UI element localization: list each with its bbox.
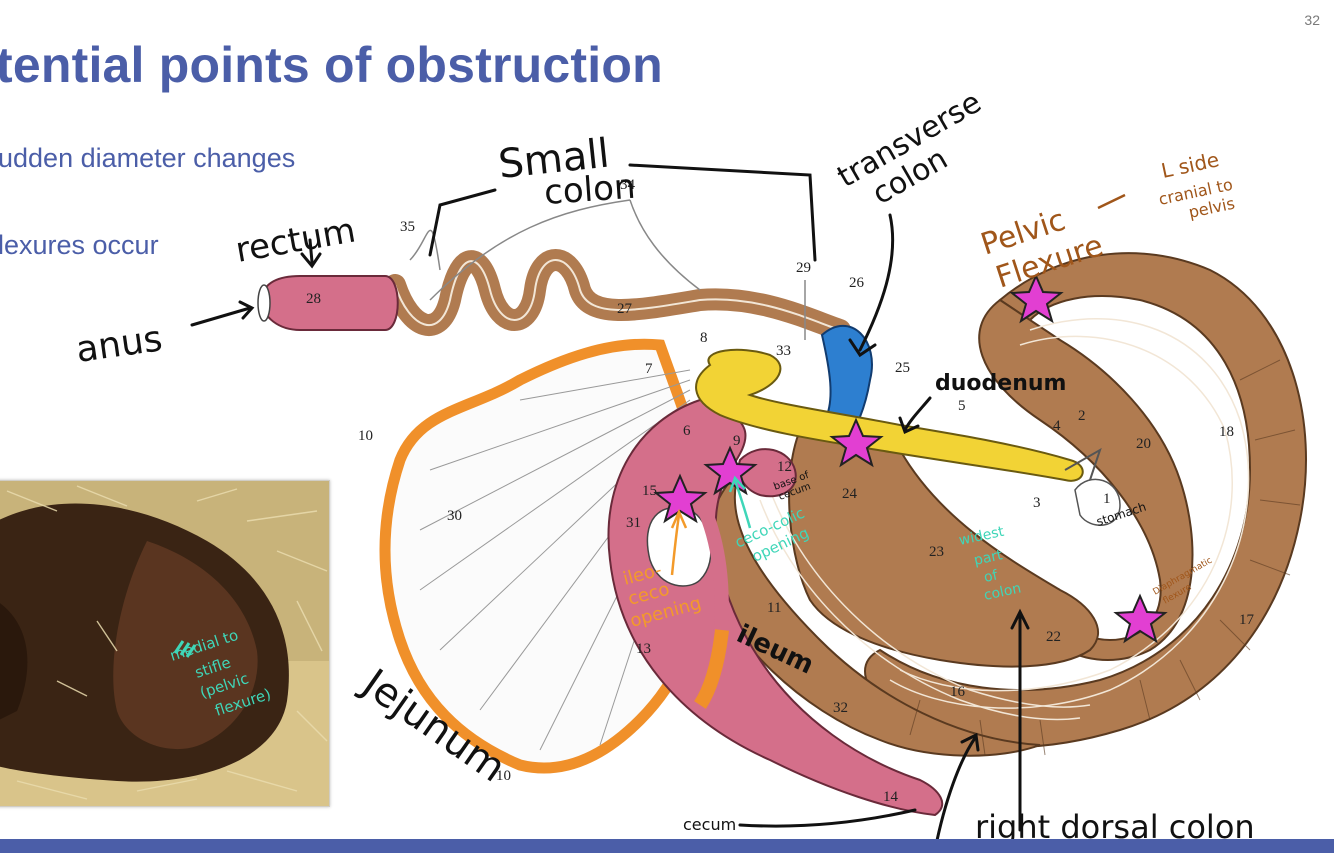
obstruction-star-icon bbox=[703, 445, 758, 496]
svg-text:17: 17 bbox=[1239, 612, 1255, 628]
l-side-dash bbox=[1097, 193, 1126, 210]
slide-number: 32 bbox=[1304, 12, 1320, 28]
svg-text:25: 25 bbox=[895, 360, 910, 376]
label-l-side: L side bbox=[1159, 147, 1221, 183]
obstruction-star-icon bbox=[653, 473, 708, 524]
horse-photo: medial to stifle (pelvic flexure) bbox=[0, 480, 330, 807]
rectum bbox=[260, 275, 399, 331]
svg-text:5: 5 bbox=[958, 398, 966, 414]
svg-text:16: 16 bbox=[950, 684, 966, 700]
svg-text:24: 24 bbox=[842, 486, 858, 502]
svg-text:35: 35 bbox=[400, 219, 415, 235]
label-of: of bbox=[983, 567, 1001, 586]
annotation-arrows bbox=[190, 163, 1030, 852]
label-rectum: rectum bbox=[233, 210, 359, 270]
label-colon: colon bbox=[543, 167, 637, 213]
svg-text:30: 30 bbox=[447, 508, 462, 524]
small-colon-mesentery bbox=[409, 199, 806, 340]
obstruction-star-icon bbox=[1009, 273, 1064, 324]
duodenum bbox=[695, 348, 1084, 482]
svg-text:2: 2 bbox=[1078, 408, 1086, 424]
label-part: part bbox=[973, 547, 1005, 569]
svg-text:34: 34 bbox=[620, 177, 636, 193]
svg-text:22: 22 bbox=[1046, 629, 1061, 645]
svg-text:9: 9 bbox=[733, 433, 741, 449]
svg-text:14: 14 bbox=[883, 789, 899, 805]
slide-title: tential points of obstruction bbox=[0, 37, 663, 93]
label-anus: anus bbox=[74, 318, 165, 371]
svg-text:12: 12 bbox=[777, 459, 792, 475]
svg-text:27: 27 bbox=[617, 301, 633, 317]
svg-text:3: 3 bbox=[1033, 495, 1041, 511]
svg-text:29: 29 bbox=[796, 260, 811, 276]
stomach bbox=[1074, 478, 1121, 526]
svg-text:18: 18 bbox=[1219, 424, 1234, 440]
ceco-colic-arrow bbox=[728, 475, 752, 529]
svg-text:33: 33 bbox=[776, 343, 791, 359]
bullet-diameter-changes: udden diameter changes bbox=[0, 143, 296, 173]
svg-text:13: 13 bbox=[636, 641, 651, 657]
ileo-ceco-arrow bbox=[670, 508, 688, 576]
diagram-number-labels: 1 2 3 4 5 6 7 8 9 10 10 11 12 13 14 15 1… bbox=[306, 177, 1255, 805]
svg-text:1: 1 bbox=[1103, 491, 1111, 507]
label-cecum-apex-1: cecum bbox=[683, 815, 736, 834]
obstruction-star-icon bbox=[829, 417, 884, 468]
svg-text:23: 23 bbox=[929, 544, 944, 560]
svg-text:20: 20 bbox=[1136, 436, 1151, 452]
svg-text:10: 10 bbox=[358, 428, 373, 444]
svg-text:6: 6 bbox=[683, 423, 691, 439]
svg-text:26: 26 bbox=[849, 275, 865, 291]
label-duodenum: duodenum bbox=[935, 371, 1066, 396]
svg-text:8: 8 bbox=[700, 330, 708, 346]
obstruction-star-icon bbox=[1113, 593, 1168, 644]
svg-text:31: 31 bbox=[626, 515, 641, 531]
svg-text:4: 4 bbox=[1053, 418, 1061, 434]
svg-text:10: 10 bbox=[496, 768, 511, 784]
svg-text:32: 32 bbox=[833, 700, 848, 716]
svg-text:15: 15 bbox=[642, 483, 657, 499]
svg-text:11: 11 bbox=[767, 600, 781, 616]
bullet-flexures: lexures occur bbox=[0, 230, 159, 260]
svg-text:7: 7 bbox=[645, 361, 653, 377]
footer-bar bbox=[0, 839, 1334, 853]
svg-text:28: 28 bbox=[306, 291, 321, 307]
large-colon bbox=[705, 252, 1307, 757]
label-colon-widest: colon bbox=[983, 580, 1023, 603]
